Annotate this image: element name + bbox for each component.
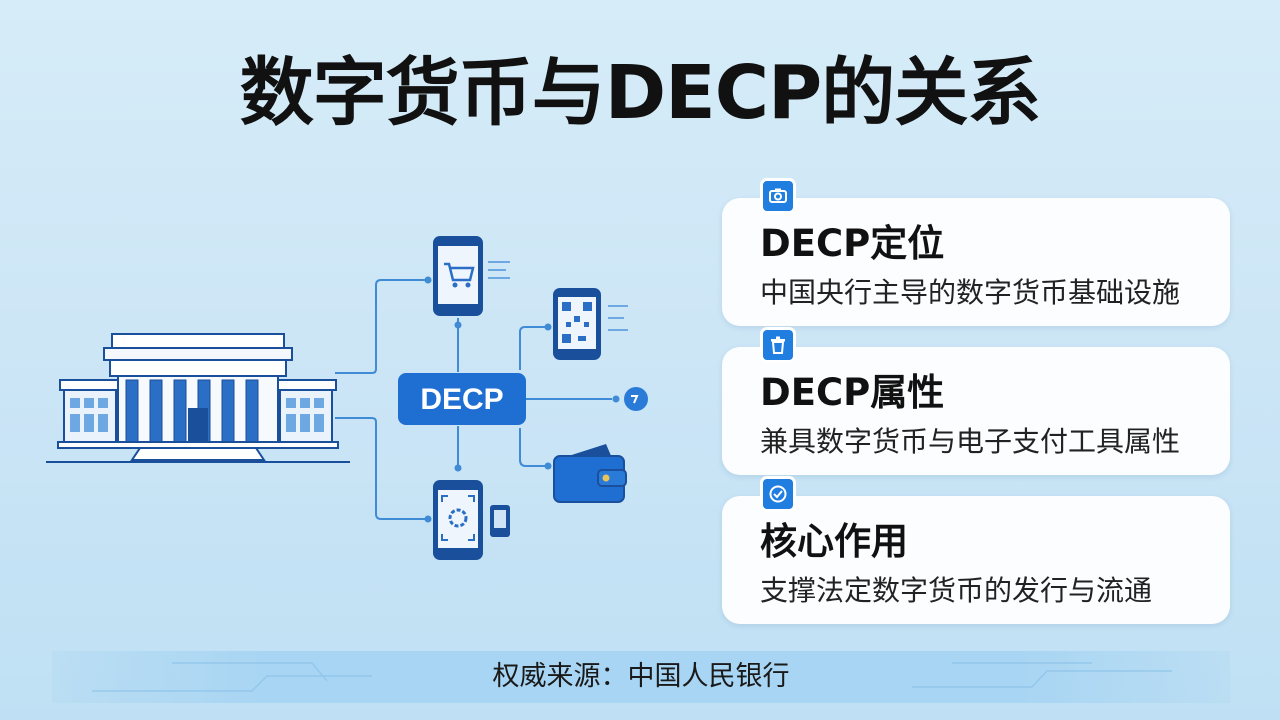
card-description: 兼具数字货币与电子支付工具属性 [760,425,1181,458]
check-circle-icon [760,476,796,512]
face-scan-phone-icon [433,480,510,560]
connector-dots [424,276,620,523]
info-card-attributes: DECP属性 兼具数字货币与电子支付工具属性 [722,327,1230,475]
info-card-core-role: 核心作用 支撑法定数字货币的发行与流通 [722,476,1230,624]
bank-building-icon [46,333,350,463]
card-description: 支撑法定数字货币的发行与流通 [760,574,1153,607]
circuit-decoration [92,662,1172,692]
camera-icon [760,178,796,214]
card-heading: DECP属性 [760,371,945,414]
card-heading: 核心作用 [760,520,908,563]
page-title: 数字货币与DECP的关系 [239,50,1042,136]
decp-center-label: DECP [420,383,503,416]
shopping-cart-phone-icon [433,236,510,316]
trash-icon [760,327,796,363]
card-description: 中国央行主导的数字货币基础设施 [760,276,1181,309]
decp-center-node [398,373,526,425]
chat-bubble-icon [624,387,648,411]
source-text: 权威来源：中国人民银行 [492,661,790,692]
source-footer: 权威来源：中国人民银行 [52,651,1230,703]
wallet-icon [553,444,627,503]
qr-code-phone-icon [553,288,628,360]
card-heading: DECP定位 [760,222,945,265]
decp-network-diagram: DECP [46,236,648,560]
info-card-positioning: DECP定位 中国央行主导的数字货币基础设施 [722,178,1230,326]
